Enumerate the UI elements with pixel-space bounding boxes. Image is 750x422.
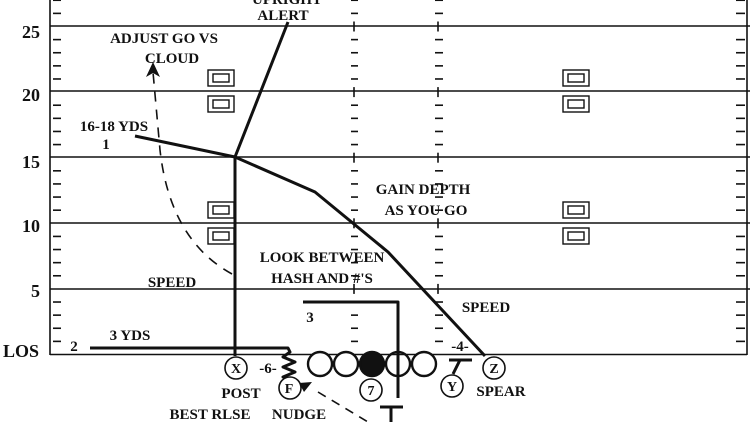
yard-label-15: 15: [22, 152, 40, 172]
route-3: [303, 300, 400, 398]
note-split-4: -4-: [451, 339, 469, 355]
skill-players: [224, 356, 506, 402]
note-alert: ALERT: [257, 8, 308, 24]
player-f-label: F: [285, 382, 294, 397]
note-route-2: 2: [70, 339, 78, 355]
note-best-rlse: BEST RLSE: [169, 407, 250, 422]
lineman: [384, 350, 412, 378]
note-3-yds: 3 YDS: [110, 328, 151, 344]
note-cloud: CLOUD: [145, 51, 199, 67]
defender-box: [207, 69, 235, 87]
yard-label-25: 25: [22, 22, 40, 42]
note-look-between: LOOK BETWEEN: [260, 250, 385, 266]
lineman: [410, 350, 438, 378]
player-z-label: Z: [489, 362, 498, 377]
cloud-adjust-dashed-route: [152, 71, 233, 275]
player-qb: [359, 378, 383, 402]
arrow-left-icon: [299, 382, 312, 392]
lineman: [332, 350, 360, 378]
note-spear: SPEAR: [476, 384, 525, 400]
center: [358, 350, 386, 378]
player-y: [440, 374, 464, 398]
player-x-label: X: [231, 362, 241, 377]
yard-label-10: 10: [22, 216, 40, 236]
note-speed-left: SPEED: [148, 275, 197, 291]
player-x: [224, 356, 248, 380]
defender-box: [207, 95, 235, 113]
note-speed-right: SPEED: [462, 300, 511, 316]
note-upright: UPRIGHT: [252, 0, 322, 8]
yard-label-los: LOS: [3, 341, 39, 361]
lineman: [306, 350, 334, 378]
note-post: POST: [221, 386, 260, 402]
note-route-3: 3: [306, 310, 314, 326]
defender-box: [562, 95, 590, 113]
f-nudge-dashed-route: [317, 391, 369, 422]
defender-box: [562, 69, 590, 87]
z-route: [234, 155, 487, 358]
defender-box: [207, 227, 235, 245]
offensive-line: [306, 350, 438, 378]
yard-label-20: 20: [22, 85, 40, 105]
defender-box: [562, 201, 590, 219]
note-nudge: NUDGE: [272, 407, 326, 422]
note-adjust-go: ADJUST GO VS: [110, 31, 218, 47]
yard-ticks: [53, 0, 745, 343]
y-block-stem: [451, 359, 462, 375]
player-y-label: Y: [447, 380, 457, 395]
note-route-1: 1: [102, 137, 110, 153]
x-post-route: [233, 21, 290, 356]
note-gain-depth: GAIN DEPTH: [376, 182, 471, 198]
route-2-out: [90, 346, 297, 383]
defender-box: [562, 227, 590, 245]
defender-box: [207, 201, 235, 219]
note-hash-and: HASH AND #'S: [271, 271, 373, 287]
note-split-6: -6-: [259, 361, 277, 377]
note-16-18-yds: 16-18 YDS: [80, 119, 148, 135]
player-z: [482, 356, 506, 380]
route-1-dig: [134, 134, 236, 159]
player-qb-label: 7: [368, 384, 375, 399]
yard-label-5: 5: [31, 281, 40, 301]
note-as-you-go: AS YOU GO: [385, 203, 468, 219]
routes: [90, 21, 487, 422]
arrow-up-icon: [146, 62, 160, 77]
field-grid: [49, 0, 750, 356]
player-f: [278, 376, 302, 400]
